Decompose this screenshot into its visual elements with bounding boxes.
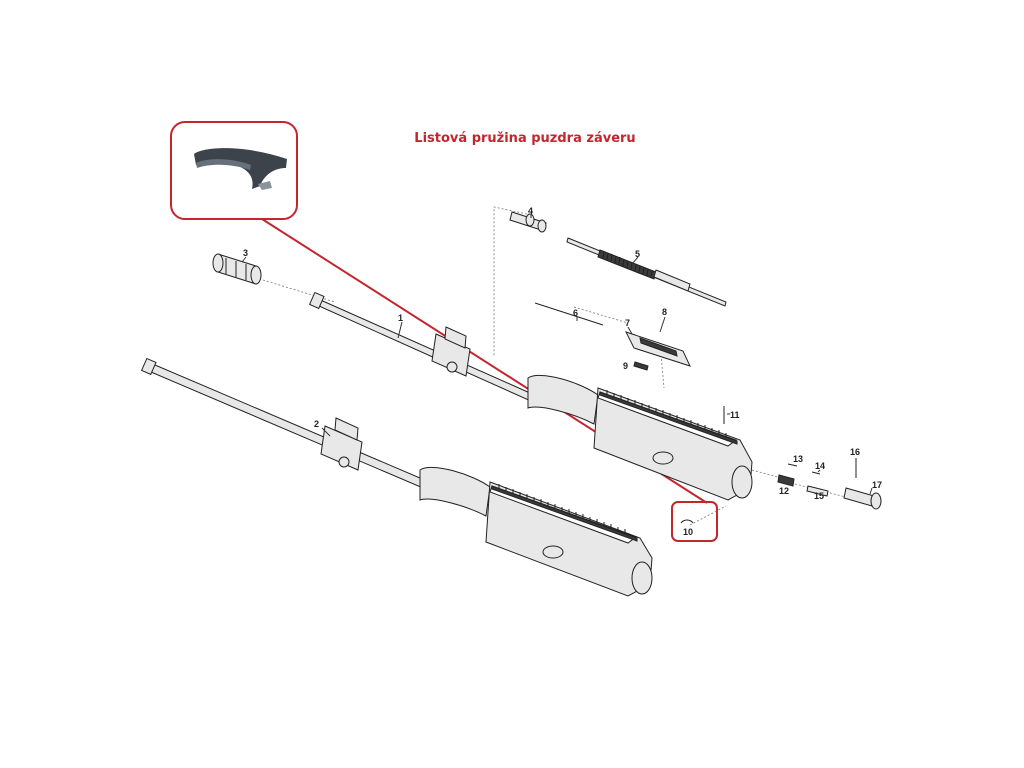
picatinny-rail-bottom: [491, 484, 638, 542]
callout-14: 14: [815, 461, 825, 471]
part-13: [787, 463, 798, 467]
callout-13: 13: [793, 454, 803, 464]
diagram-title: Listová pružina puzdra záveru: [414, 131, 636, 146]
assembly-guides: [262, 206, 851, 526]
callout-6: 6: [573, 308, 578, 318]
upper-receiver-bottom: [419, 466, 653, 597]
part-4: [509, 211, 547, 233]
part-9-spring: [633, 361, 649, 371]
callout-1: 1: [398, 313, 403, 323]
part-2-barrel: [140, 357, 424, 489]
callout-10: 10: [683, 527, 693, 537]
picatinny-rail-top: [599, 390, 738, 445]
callouts: 1 2 3 4 5 6 7 8 9 10 11 12 13 14 15 16: [241, 206, 882, 537]
callout-12: 12: [779, 486, 789, 496]
leaf-spring-photo: [194, 148, 287, 190]
part-17-cap: [843, 487, 882, 510]
part-7-plate: [625, 331, 691, 367]
callout-3: 3: [243, 248, 248, 258]
highlight-box-part-10: [671, 501, 718, 542]
part-14: [811, 471, 821, 475]
callout-5: 5: [635, 249, 640, 259]
callout-4: 4: [528, 206, 533, 216]
part-15: [806, 485, 829, 497]
callout-7: 7: [625, 318, 630, 328]
callout-2: 2: [314, 419, 319, 429]
callout-15: 15: [814, 491, 824, 501]
zoom-inset: [170, 121, 298, 220]
part-12-spring: [777, 474, 795, 487]
callout-8: 8: [662, 307, 667, 317]
callout-11: 11: [730, 410, 740, 420]
part-6-pin: [534, 302, 604, 326]
callout-16: 16: [850, 447, 860, 457]
part-10-leaf-spring: [680, 519, 694, 524]
callout-9: 9: [623, 361, 628, 371]
upper-receiver-top: [527, 374, 753, 501]
callout-17: 17: [872, 480, 882, 490]
part-1-barrel: [308, 291, 534, 403]
part-5-rod-spring: [566, 237, 727, 307]
part-3-flash-hider: [212, 253, 262, 285]
